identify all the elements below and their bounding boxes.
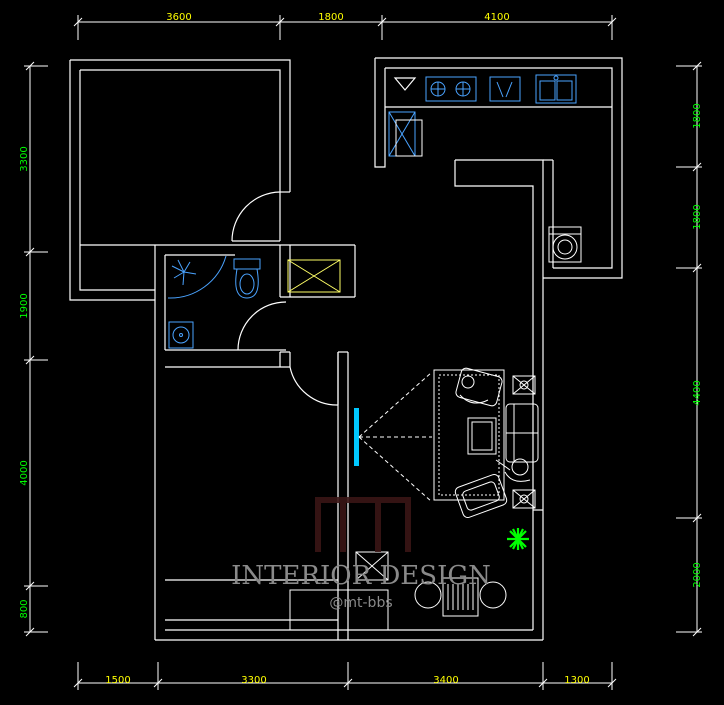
duct-shaft-lower	[355, 551, 389, 581]
kitchen-cabinet-icon	[388, 111, 423, 157]
shower-curtain-arc	[167, 255, 227, 299]
right-dim-label-2: 1800	[692, 204, 703, 229]
left-dim-label-3: 4000	[19, 460, 30, 485]
person-seated	[495, 458, 531, 482]
washbasin-icon	[168, 321, 194, 349]
armchair-bottom	[454, 474, 508, 518]
top-dim-label-2: 1800	[318, 12, 343, 23]
washing-machine-icon	[548, 226, 582, 263]
side-table-bottom	[512, 489, 536, 509]
left-dim-label-2: 1900	[19, 293, 30, 318]
top-dim-label-3: 4100	[484, 12, 509, 23]
left-dim-label-4: 800	[19, 599, 30, 618]
sink-faucet-icon	[489, 76, 521, 102]
kitchen-sink-icon	[535, 74, 577, 104]
dining-set	[414, 577, 507, 617]
right-dimension-line	[676, 61, 702, 637]
tv-icon	[354, 371, 433, 503]
side-table-top	[512, 375, 536, 395]
rug	[433, 369, 505, 501]
watermark-subtitle: @mt-bbs	[329, 595, 392, 611]
right-dim-label-4: 2000	[692, 562, 703, 587]
bottom-dimension-line	[73, 662, 617, 690]
left-dim-label-1: 3300	[19, 146, 30, 171]
duct-shaft-upper	[287, 259, 341, 293]
bottom-dim-label-1: 1500	[105, 675, 130, 686]
stove-icon	[425, 76, 477, 102]
right-dim-label-1: 1800	[692, 103, 703, 128]
plant-icon	[507, 528, 529, 550]
bottom-dim-label-2: 3300	[241, 675, 266, 686]
right-dim-label-3: 4400	[692, 380, 703, 405]
sofa	[505, 403, 539, 463]
top-dim-label-1: 3600	[166, 12, 191, 23]
shower-icon	[171, 259, 197, 286]
coffee-table	[467, 417, 497, 455]
watermark-logo	[315, 497, 411, 552]
top-dimension-line	[77, 15, 613, 40]
top-dimension-ticks	[73, 17, 617, 27]
left-dimension-line	[24, 61, 48, 637]
watermark-title: INTERIOR DESIGN	[231, 561, 491, 591]
bottom-dim-label-3: 3400	[433, 675, 458, 686]
toilet-icon	[233, 258, 261, 299]
walls	[69, 57, 623, 641]
armchair-top	[455, 367, 503, 407]
entry-threshold	[289, 589, 389, 631]
bottom-dim-label-4: 1300	[564, 675, 589, 686]
